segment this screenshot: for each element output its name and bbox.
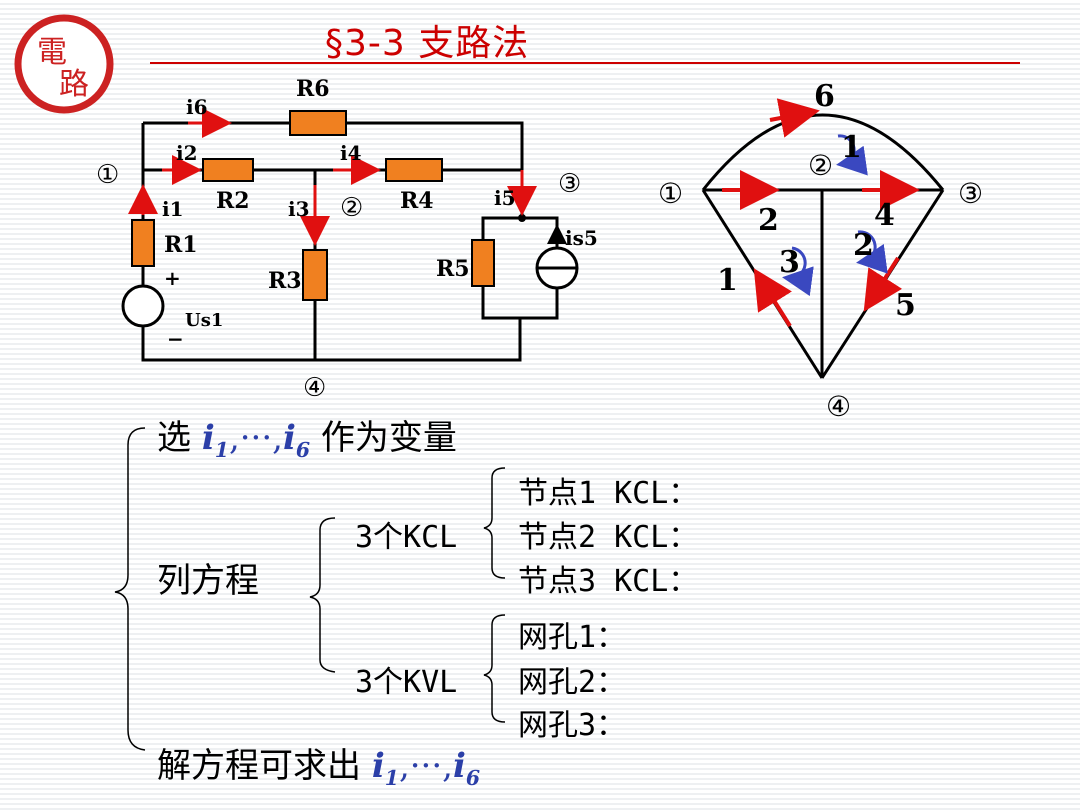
mesh-arrow-2 [856, 230, 888, 274]
list-equations-label: 列方程 [157, 561, 259, 601]
label-r1: R1 [164, 232, 198, 258]
node-label-4: ④ [303, 373, 326, 403]
node-label-2: ② [340, 193, 363, 223]
logo-seal: 電 路 [14, 14, 114, 114]
mesh-label-2: 2 [853, 228, 874, 263]
mesh-label-1: 1 [841, 130, 862, 165]
label-i3: i3 [288, 197, 310, 221]
equation-braces [114, 427, 506, 751]
node-label-1: ① [96, 160, 119, 190]
label-i1: i1 [162, 197, 184, 221]
node-label-3: ③ [558, 169, 581, 199]
select-var-first: i [201, 418, 215, 458]
label-r4: R4 [400, 188, 434, 214]
mesh-arrow-1 [836, 134, 868, 176]
middle-brace [309, 517, 336, 673]
graph-branch-5: 5 [895, 288, 916, 323]
graph-node-3: ③ [958, 177, 983, 210]
solve-var-last: i [452, 746, 466, 786]
page-title: §3-3 支路法 [325, 23, 530, 64]
voltage-source-us1 [121, 284, 165, 328]
graph-branch-6: 6 [814, 79, 835, 114]
label-is5: is5 [565, 226, 598, 250]
select-suffix: 作为变量 [320, 418, 457, 458]
resistor-r6 [289, 110, 347, 136]
select-prefix: 选 [157, 418, 191, 458]
select-var-last-sub: 6 [295, 437, 311, 462]
label-i4: i4 [340, 141, 362, 165]
kvl-group-label: 3个KVL [355, 665, 458, 700]
label-r5: R5 [436, 256, 470, 282]
graph-node-4: ④ [826, 390, 851, 420]
kcl-item-2: 节点2 KCL： [518, 520, 699, 555]
label-r6: R6 [296, 76, 330, 102]
kvl-item-1: 网孔1： [518, 620, 627, 655]
label-minus: − [167, 327, 184, 351]
graph-arrow-5 [863, 256, 903, 312]
mesh-arrow-3 [782, 246, 814, 297]
kvl-item-2: 网孔2： [518, 665, 627, 700]
select-var-first-sub: 1 [214, 437, 229, 462]
kcl-item-1: 节点1 KCL： [518, 476, 699, 511]
label-i6: i6 [186, 95, 208, 119]
resistor-r4 [385, 158, 443, 182]
label-r3: R3 [268, 268, 302, 294]
graph-branch-2: 2 [758, 203, 779, 238]
solve-var-first-sub: 1 [384, 765, 399, 790]
kcl-group-label: 3个KCL [355, 520, 458, 555]
select-var-last: i [282, 418, 296, 458]
resistor-r3 [302, 249, 328, 301]
graph-arrow-6 [769, 98, 820, 138]
mesh-label-3: 3 [779, 245, 800, 280]
select-variables-line: 选 i1,···,i6 作为变量 [157, 410, 457, 462]
kcl-item-3: 节点3 KCL： [518, 564, 699, 599]
graph-node-2: ② [808, 149, 833, 182]
solve-var-last-sub: 6 [465, 765, 481, 790]
label-us1: Us1 [185, 310, 223, 331]
solve-ellipsis: ,···, [398, 746, 453, 786]
kcl-brace [483, 467, 506, 579]
select-ellipsis: ,···, [228, 418, 283, 458]
resistor-r5 [471, 239, 495, 287]
kvl-brace [483, 614, 506, 723]
solve-line: 解方程可求出 i1,···,i6 [157, 738, 480, 790]
solve-var-first: i [371, 746, 385, 786]
title-divider [150, 62, 1020, 64]
junction-dot [518, 214, 526, 222]
graph-node-1: ① [658, 177, 683, 210]
outer-brace [114, 427, 146, 751]
label-i2: i2 [176, 141, 198, 165]
kvl-item-3: 网孔3： [518, 708, 627, 743]
graph-arrow-1 [753, 268, 792, 328]
logo-text-top: 電 [37, 35, 67, 70]
label-r2: R2 [216, 188, 250, 214]
solve-prefix: 解方程可求出 [157, 746, 361, 786]
label-i5: i5 [494, 186, 516, 210]
resistor-r2 [202, 158, 254, 182]
circuit-diagram: R6 R2 R4 R1 R3 R5 i6 i2 i4 i1 i3 i5 Us1 … [96, 76, 983, 420]
graph-branch-1: 1 [717, 263, 738, 298]
resistor-r1 [131, 219, 155, 267]
graph-branch-4: 4 [874, 198, 895, 233]
circuit-graph: 6 2 4 1 5 1 2 3 ① ② ③ ④ [658, 79, 983, 420]
label-plus: + [164, 266, 181, 290]
logo-text-bottom: 路 [59, 67, 89, 102]
